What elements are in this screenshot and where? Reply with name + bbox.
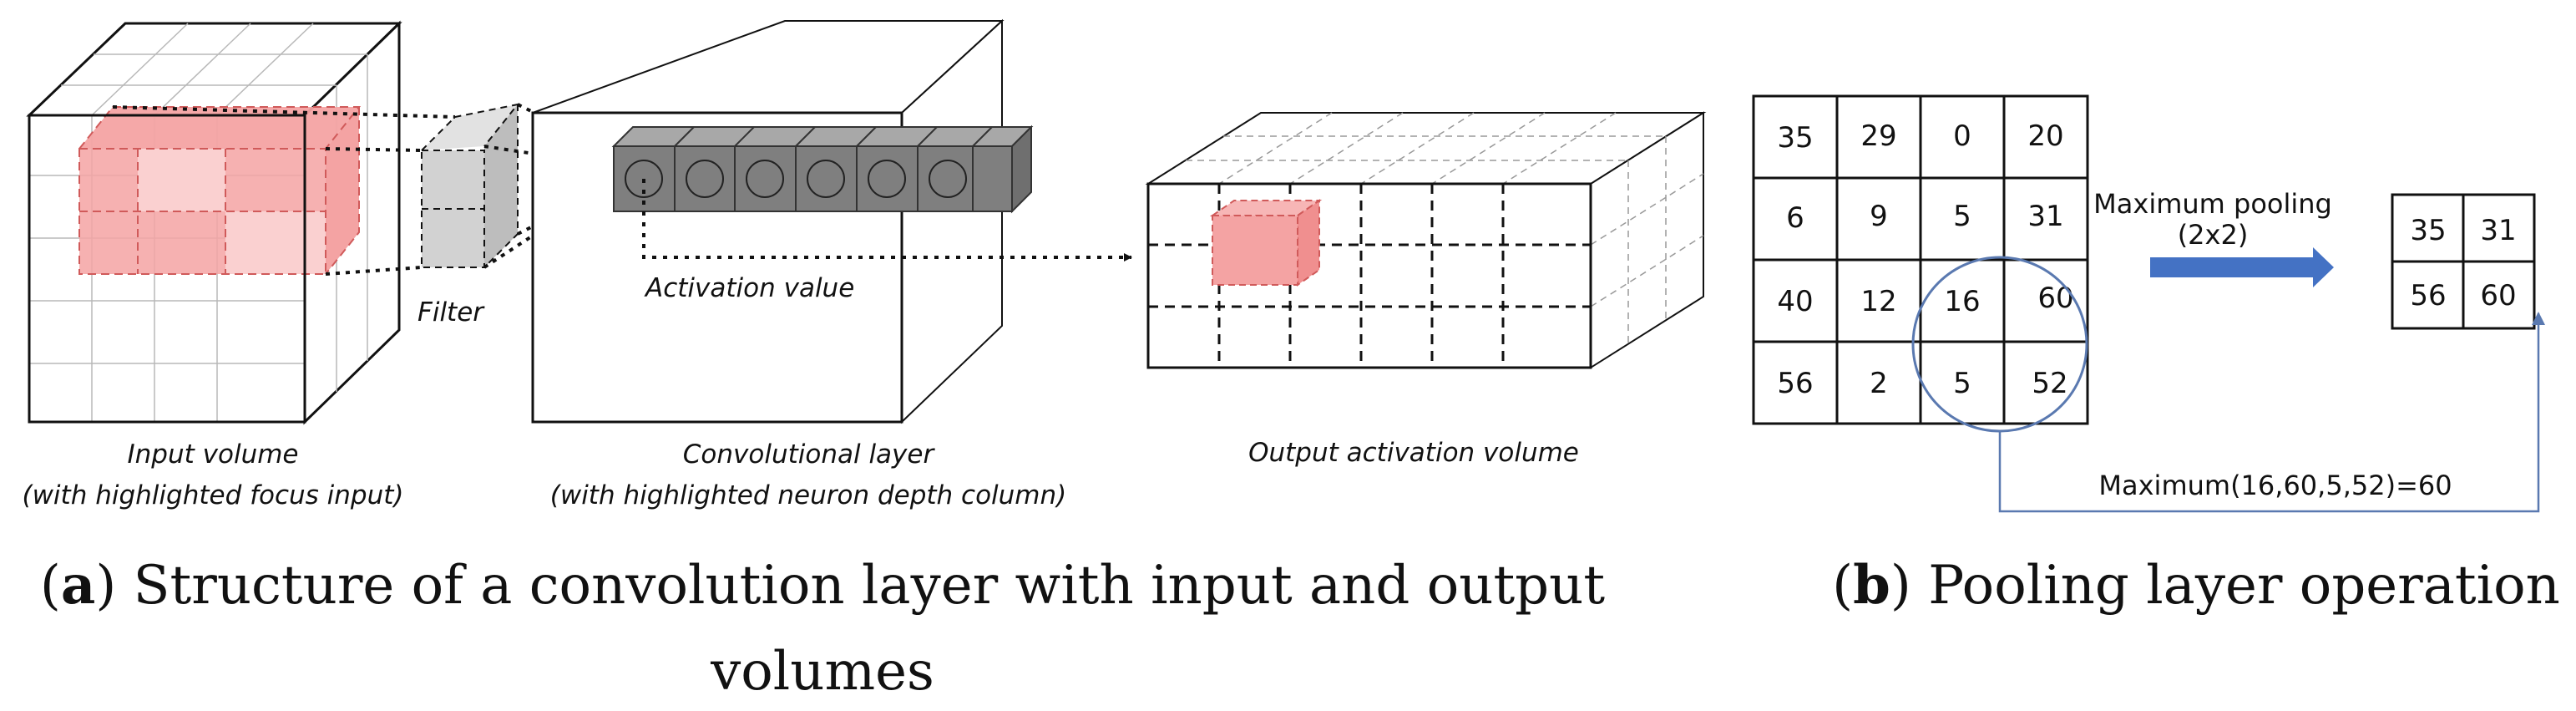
- filter-label: Filter: [418, 297, 485, 328]
- grid-cell: 2: [1870, 367, 1888, 400]
- grid-cell: 40: [1777, 285, 1813, 318]
- panel-b: 35 29 0 20 6 9 5 31 40 12 16 60 56 2 5 5…: [1752, 94, 2560, 617]
- grid-cell: 9: [1870, 200, 1888, 233]
- output-cell: 31: [2480, 214, 2516, 247]
- grid-cell: 6: [1786, 201, 1804, 235]
- formula-label: Maximum(16,60,5,52)=60: [2098, 470, 2452, 501]
- grid-cell: 31: [2027, 200, 2063, 233]
- grid-cell: 20: [2027, 119, 2063, 153]
- input-volume-label: Input volume: [128, 439, 299, 470]
- output-volume-label: Output activation volume: [1248, 438, 1579, 468]
- activation-arrow: [642, 179, 1132, 262]
- pool-input-values: 35 29 0 20 6 9 5 31 40 12 16 60 56 2 5 5…: [1777, 119, 2073, 400]
- grid-cell: 60: [2037, 282, 2073, 315]
- output-cell: 56: [2410, 279, 2446, 312]
- neuron-depth-column: [611, 124, 1034, 214]
- panel-a: Filter: [22, 18, 1707, 703]
- input-volume-sublabel: (with highlighted focus input): [22, 480, 403, 510]
- caption-a-line1: (a) Structure of a convolution layer wit…: [40, 554, 1605, 617]
- grid-cell: 12: [1860, 285, 1896, 318]
- caption-b: (b) Pooling layer operation: [1832, 554, 2560, 617]
- output-highlight: [1209, 199, 1323, 287]
- grid-cell: 29: [1860, 119, 1896, 153]
- pool-arrow: [2150, 247, 2334, 287]
- focus-input-highlight: [78, 106, 362, 275]
- grid-cell: 35: [1777, 121, 1813, 155]
- output-cell: 60: [2480, 279, 2516, 312]
- activation-label: Activation value: [644, 273, 854, 303]
- input-volume-cube: [26, 20, 402, 425]
- grid-cell: 5: [1953, 200, 1971, 233]
- operation-label: Maximum pooling: [2093, 188, 2332, 220]
- grid-cell: 56: [1777, 367, 1813, 400]
- pool-input-grid: [1752, 94, 2089, 425]
- output-volume-cube: [1145, 111, 1707, 369]
- grid-cell: 52: [2032, 367, 2067, 400]
- grid-cell: 16: [1944, 285, 1980, 318]
- conv-layer-cube: [531, 18, 1005, 424]
- caption-a-line2: volumes: [710, 641, 934, 703]
- conv-layer-sublabel: (with highlighted neuron depth column): [550, 480, 1067, 510]
- operation-sublabel: (2x2): [2178, 219, 2249, 251]
- pool-output-values: 35 31 56 60: [2410, 214, 2516, 312]
- formula-connector: [1998, 312, 2545, 513]
- conv-layer-label: Convolutional layer: [683, 439, 936, 470]
- grid-cell: 0: [1953, 119, 1971, 153]
- grid-cell: 5: [1953, 367, 1971, 400]
- pool-output-grid: [2391, 193, 2536, 330]
- output-cell: 35: [2410, 214, 2446, 247]
- pool-region-circle: [1911, 256, 2088, 433]
